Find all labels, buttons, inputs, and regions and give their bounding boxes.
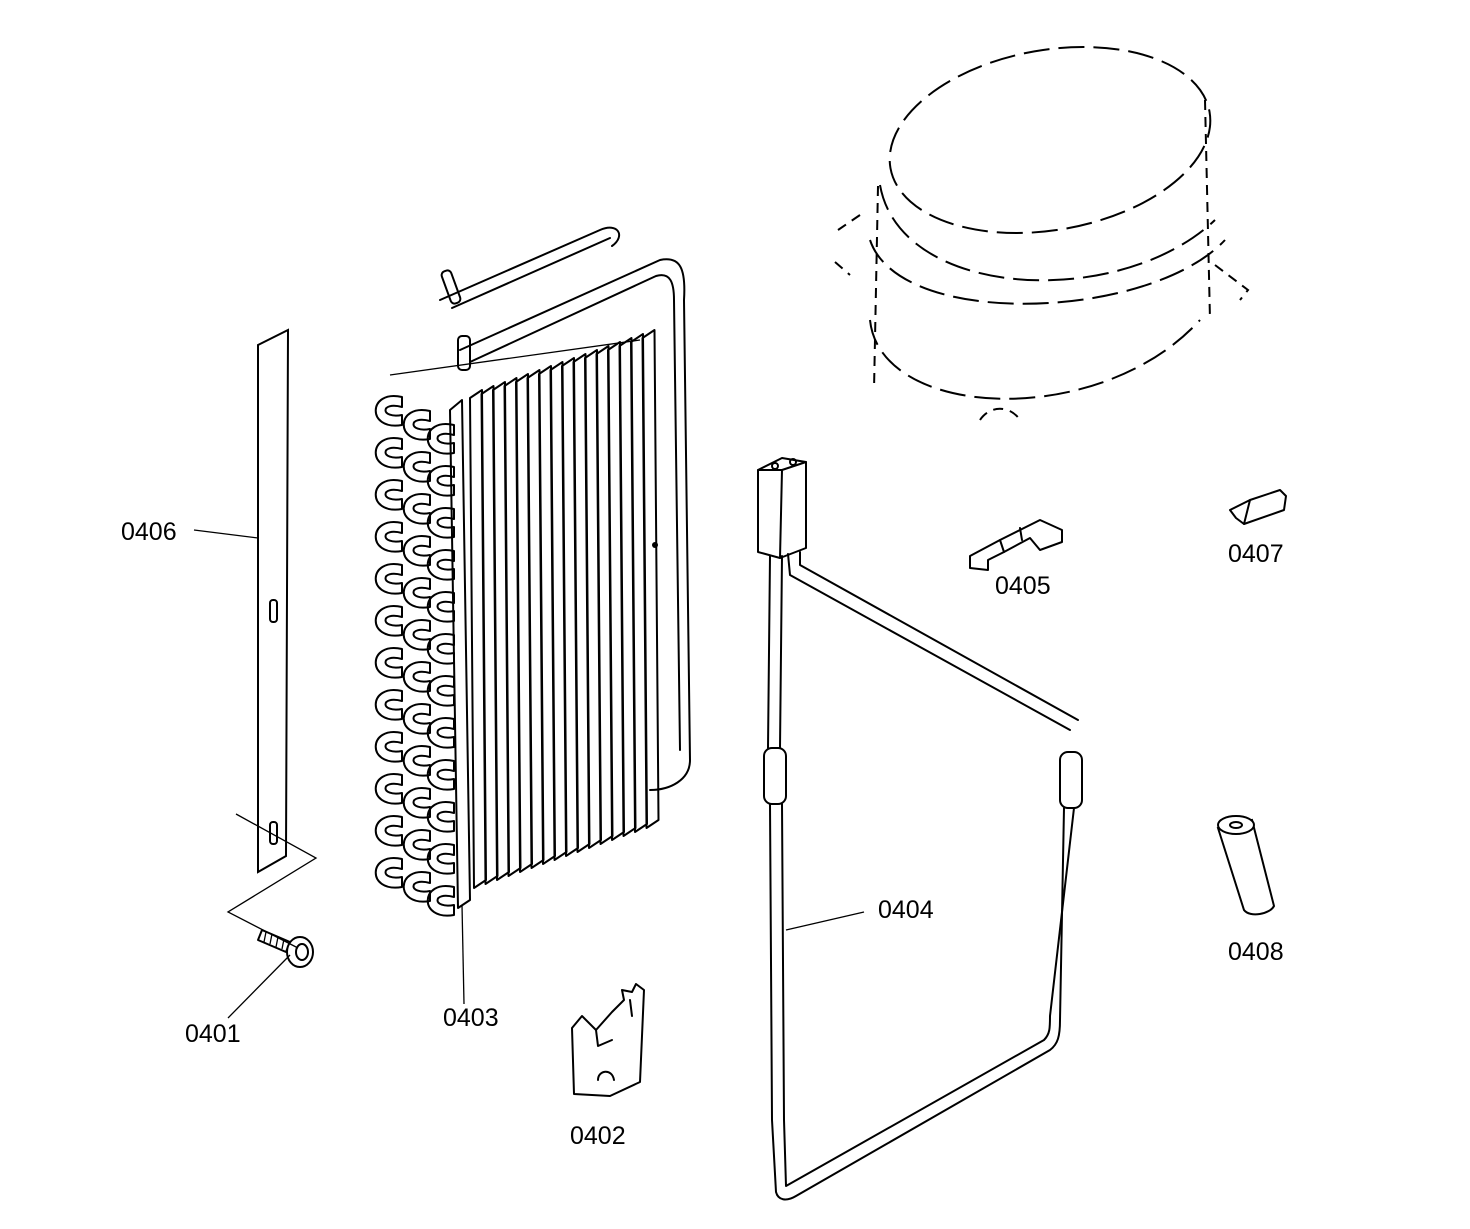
coil-loop	[426, 632, 455, 665]
coil-loop	[402, 534, 431, 567]
coil-loop	[374, 604, 403, 637]
coil-loop	[374, 688, 403, 721]
coil-loop	[374, 646, 403, 679]
coil-loop	[426, 842, 455, 875]
coil-loop	[374, 436, 403, 469]
part-label-0406: 0406	[121, 518, 177, 546]
coil-loop	[426, 674, 455, 707]
coil-loop	[426, 884, 455, 917]
part-label-0408: 0408	[1228, 938, 1284, 966]
coil-loop	[402, 576, 431, 609]
coil-loop	[402, 660, 431, 693]
heater-wire	[757, 457, 1083, 1201]
clip-plate	[571, 983, 645, 1097]
coil-loop	[426, 590, 455, 623]
part-label-0403: 0403	[443, 1004, 499, 1032]
evaporator-fin	[641, 329, 660, 829]
clip-small	[969, 519, 1063, 571]
part-label-0405: 0405	[995, 572, 1051, 600]
coil-loop	[402, 744, 431, 777]
coil-loop	[402, 618, 431, 651]
coil-loop	[374, 856, 403, 889]
part-label-0407: 0407	[1228, 540, 1284, 568]
coil-loop	[374, 730, 403, 763]
part-label-0402: 0402	[570, 1122, 626, 1150]
assembly-line	[226, 813, 318, 949]
coil-loop	[374, 772, 403, 805]
mounting-strip	[257, 328, 290, 874]
coil-loop	[374, 394, 403, 427]
coil-loop	[426, 506, 455, 539]
coil-loop	[374, 478, 403, 511]
coil-loop	[426, 800, 455, 833]
coil-loop	[402, 408, 431, 441]
coil-loop	[426, 464, 455, 497]
coil-loop	[426, 716, 455, 749]
coil-loop	[402, 702, 431, 735]
tube-sleeve	[1216, 815, 1276, 916]
coil-loop	[426, 758, 455, 791]
coil-loop	[402, 828, 431, 861]
coil-loop	[374, 562, 403, 595]
compressor-phantom-outline	[834, 46, 1250, 421]
coil-loop	[402, 492, 431, 525]
coil-loop	[402, 870, 431, 903]
coil-loop	[402, 450, 431, 483]
coil-loop	[374, 520, 403, 553]
leader-lines	[193, 529, 865, 1019]
coil-loop	[426, 548, 455, 581]
coil-loop	[402, 786, 431, 819]
coil-loop	[374, 814, 403, 847]
part-label-0401: 0401	[185, 1020, 241, 1048]
screw	[257, 929, 314, 968]
evaporator	[374, 226, 691, 917]
part-label-0404: 0404	[878, 896, 934, 924]
coil-loop	[426, 422, 455, 455]
bracket-small	[1229, 489, 1287, 525]
